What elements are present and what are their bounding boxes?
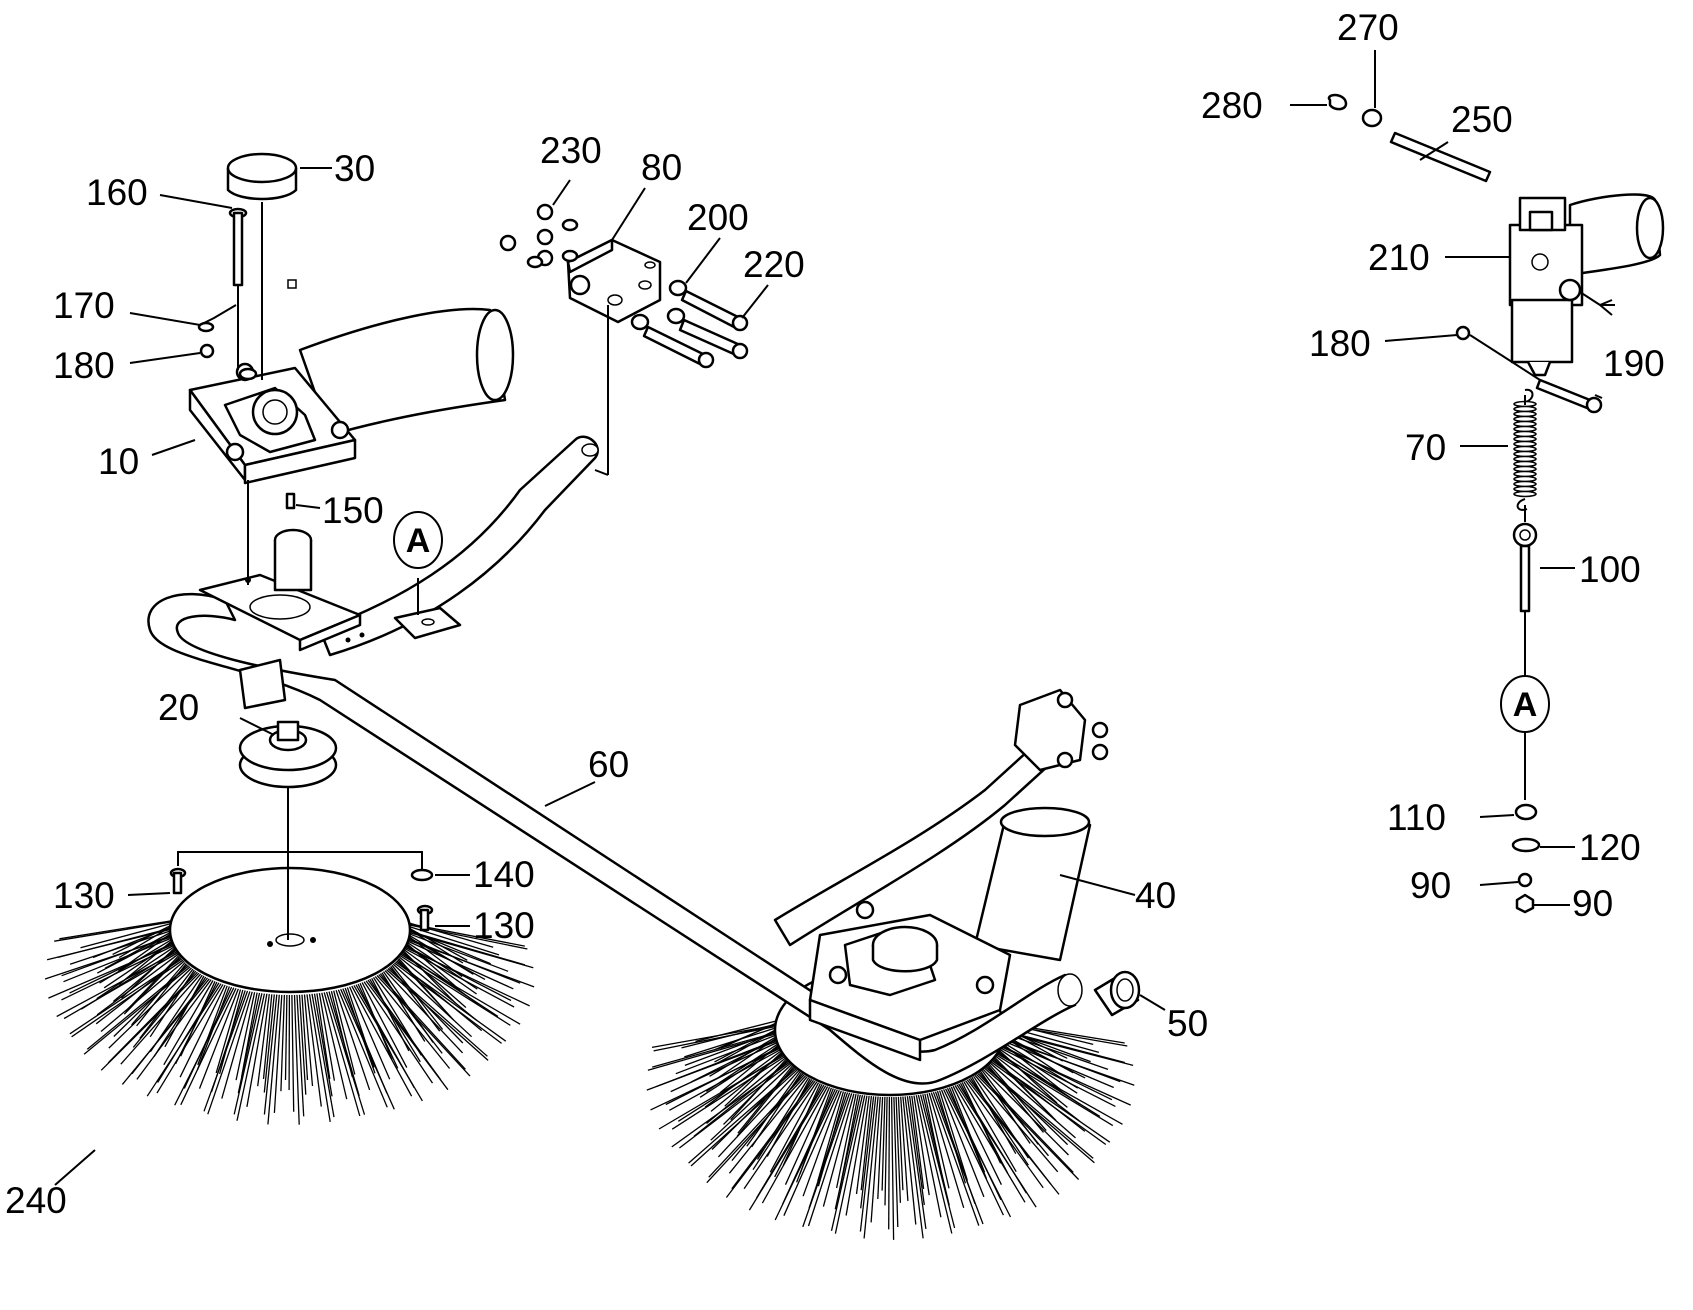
bolt-190 [1535,378,1603,414]
screw-130-right [416,904,434,932]
callout-200: 200 [687,197,749,238]
callout-210: 210 [1368,237,1430,278]
nut-90-lower [1515,893,1535,914]
callout-180-right: 180 [1309,323,1371,364]
callout-120: 120 [1579,827,1641,868]
clip-280 [1327,93,1348,111]
badge-a-left-label: A [406,522,431,560]
washer-120 [1511,837,1541,853]
reference-badge-a-left: A [393,511,443,569]
brush-hub [238,720,338,789]
callout-150: 150 [322,490,384,531]
callout-250: 250 [1451,99,1513,140]
callout-140: 140 [473,854,535,895]
end-cap [1093,970,1141,1017]
spring-70 [1513,388,1537,511]
callout-180-left: 180 [53,345,115,386]
callout-30: 30 [334,148,375,189]
callout-20: 20 [158,687,199,728]
callout-240: 240 [5,1180,67,1221]
washer-270 [1361,108,1383,128]
actuator-210 [1508,193,1665,377]
callout-100: 100 [1579,549,1641,590]
right-gear-motor [808,806,1092,1062]
callout-160: 160 [86,172,148,213]
nut-180-left [199,343,215,359]
callout-130-right: 130 [473,905,535,946]
callout-190: 190 [1603,343,1665,384]
callout-90-left: 90 [1410,865,1451,906]
left-brush-bristles [44,919,535,1125]
callout-270: 270 [1337,7,1399,48]
callout-130-left: 130 [53,875,115,916]
callout-110: 110 [1387,797,1446,838]
reference-badge-a-right: A [1500,675,1550,733]
callout-90-right: 90 [1572,883,1613,924]
nut-90-upper [1517,872,1533,888]
right-brush-bristles [646,1018,1135,1240]
callout-220: 220 [743,244,805,285]
eye-bolt-100 [1512,522,1538,613]
right-arm [773,688,1109,947]
frame-arm [318,435,599,657]
badge-a-right-label: A [1513,686,1538,724]
bracket-80 [566,238,662,324]
nuts-230 [499,203,579,269]
left-gear-motor [188,279,515,485]
callout-10: 10 [98,441,139,482]
callout-40: 40 [1135,875,1176,916]
cap-30 [226,152,298,201]
callout-170: 170 [53,285,115,326]
spacer-left [238,367,258,381]
left-side-brush [44,866,535,1125]
screw-160 [228,207,248,287]
callout-60: 60 [588,744,629,785]
leader-lines [54,50,1603,1186]
washers-200 [630,279,688,331]
nut-180-right [1455,325,1471,341]
pin-250 [1389,131,1492,183]
callout-280: 280 [1201,85,1263,126]
left-mount-plate [198,528,462,710]
nut-110 [1514,803,1538,821]
callout-labels: 30 160 170 180 10 150 230 80 200 220 20 … [5,7,1665,1221]
callout-50: 50 [1167,1003,1208,1044]
bolts-220 [642,289,749,369]
assembly-center-lines [237,202,1541,940]
callout-80: 80 [641,147,682,188]
screw-130-left [169,867,187,895]
pin-150 [285,492,296,510]
callout-230: 230 [540,130,602,171]
washer-140 [410,868,434,882]
callout-70: 70 [1405,427,1446,468]
